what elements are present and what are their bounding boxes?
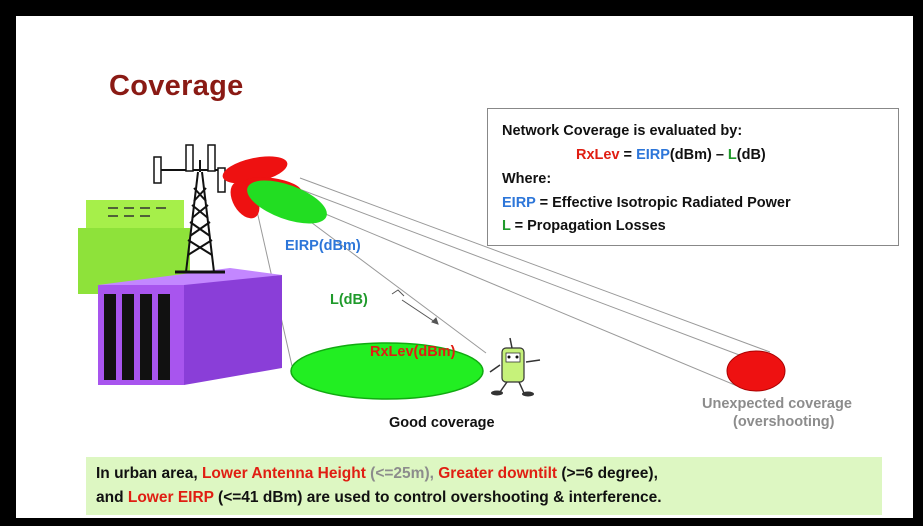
loss-label: L(dB)	[330, 292, 368, 308]
eirp-label: EIRP(dBm)	[285, 238, 361, 254]
note-downtilt-limit: (>=6 degree),	[557, 465, 658, 482]
definition-loss-term: L	[502, 218, 511, 234]
definition-eirp: EIRP = Effective Isotropic Radiated Powe…	[502, 195, 791, 211]
beam-line-over-mid	[299, 177, 771, 353]
formula-dbm: (dBm) –	[669, 147, 728, 163]
formula-eirp: EIRP	[636, 147, 670, 163]
info-heading: Network Coverage is evaluated by:	[502, 123, 743, 139]
info-where: Where:	[502, 171, 552, 187]
definition-eirp-text: = Effective Isotropic Radiated Power	[535, 195, 791, 211]
beam-line-over-bottom	[267, 189, 743, 389]
overshooting-label: (overshooting)	[733, 414, 835, 430]
propagation-arrow-icon	[391, 289, 439, 325]
formula-rxlev: RxLev	[576, 147, 620, 163]
antenna-beam-icon	[222, 156, 327, 224]
definition-loss: L = Propagation Losses	[502, 218, 666, 234]
coverage-formula: RxLev = EIRP(dBm) – L(dB)	[576, 147, 766, 163]
rxlev-label: RxLev(dBm)	[370, 344, 456, 360]
definition-eirp-term: EIRP	[502, 195, 536, 211]
note-line-2: and Lower EIRP (<=41 dBm) are used to co…	[96, 489, 662, 507]
page-title: Coverage	[109, 70, 244, 102]
note-lower-antenna-height: Lower Antenna Height	[201, 465, 366, 482]
mobile-phone-character-icon	[489, 337, 541, 397]
unexpected-coverage-label: Unexpected coverage	[702, 396, 852, 412]
urban-area-note: In urban area, Lower Antenna Height (<=2…	[86, 457, 882, 515]
note-height-limit: (<=25m),	[365, 465, 439, 482]
cell-tower-icon	[153, 144, 226, 274]
note-text: and	[96, 489, 128, 506]
good-coverage-label: Good coverage	[389, 415, 495, 431]
beam-line-over-top	[269, 177, 743, 357]
good-coverage-ellipse	[290, 342, 484, 400]
coverage-definition-box: Network Coverage is evaluated by: RxLev …	[487, 108, 899, 246]
note-eirp-limit: (<=41 dBm) are used to control overshoot…	[213, 489, 662, 506]
formula-equals: =	[619, 147, 637, 163]
formula-db: (dB)	[736, 147, 766, 163]
overshoot-coverage-ellipse	[726, 350, 786, 392]
note-text: In urban area,	[96, 465, 202, 482]
formula-l: L	[727, 147, 737, 163]
definition-loss-text: = Propagation Losses	[510, 218, 666, 234]
note-line-1: In urban area, Lower Antenna Height (<=2…	[96, 465, 658, 483]
note-lower-eirp: Lower EIRP	[127, 489, 214, 506]
building-icon	[98, 268, 282, 385]
note-greater-downtilt: Greater downtilt	[438, 465, 558, 482]
